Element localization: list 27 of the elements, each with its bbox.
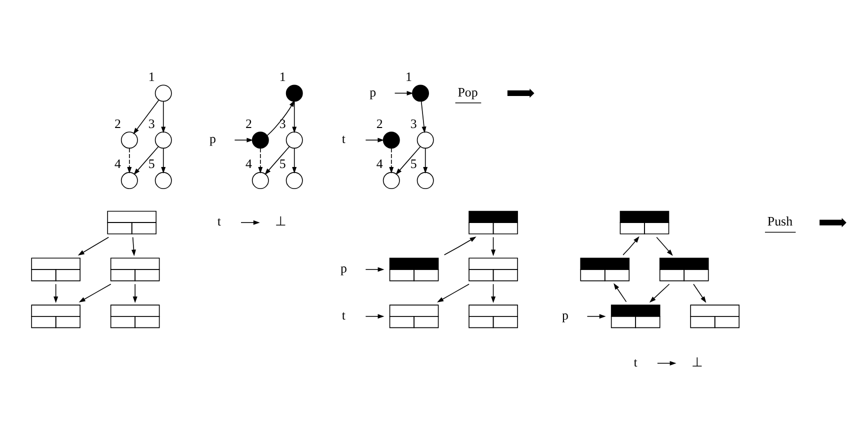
node-label: 1 (406, 68, 412, 84)
node-label: 3 (410, 115, 417, 130)
node-label: 4 (376, 156, 383, 171)
node-text: t (342, 130, 346, 146)
node-label: 1 (279, 68, 286, 84)
node-text: p (370, 84, 376, 99)
node-label: 2 (114, 115, 121, 130)
node-label: 5 (410, 156, 417, 171)
node-text: ⊥ (692, 354, 703, 369)
node-label: 4 (245, 156, 252, 171)
node-label: 5 (148, 156, 155, 171)
label: Push (767, 213, 793, 228)
node-text: t (217, 213, 221, 228)
node-label: 2 (245, 115, 252, 130)
node-label: 4 (114, 156, 121, 171)
label: Pop (458, 84, 478, 99)
node-text: p (340, 260, 347, 276)
node-text: t (342, 306, 346, 322)
node-text: p (562, 306, 568, 322)
node-label: 3 (148, 115, 155, 130)
node-label: 5 (279, 156, 286, 171)
node-label: 3 (279, 115, 286, 130)
node-text: p (209, 130, 216, 146)
node-text: ⊥ (275, 213, 286, 228)
node-label: 1 (148, 68, 155, 84)
node-text: t (634, 354, 638, 369)
node-label: 2 (376, 115, 383, 130)
